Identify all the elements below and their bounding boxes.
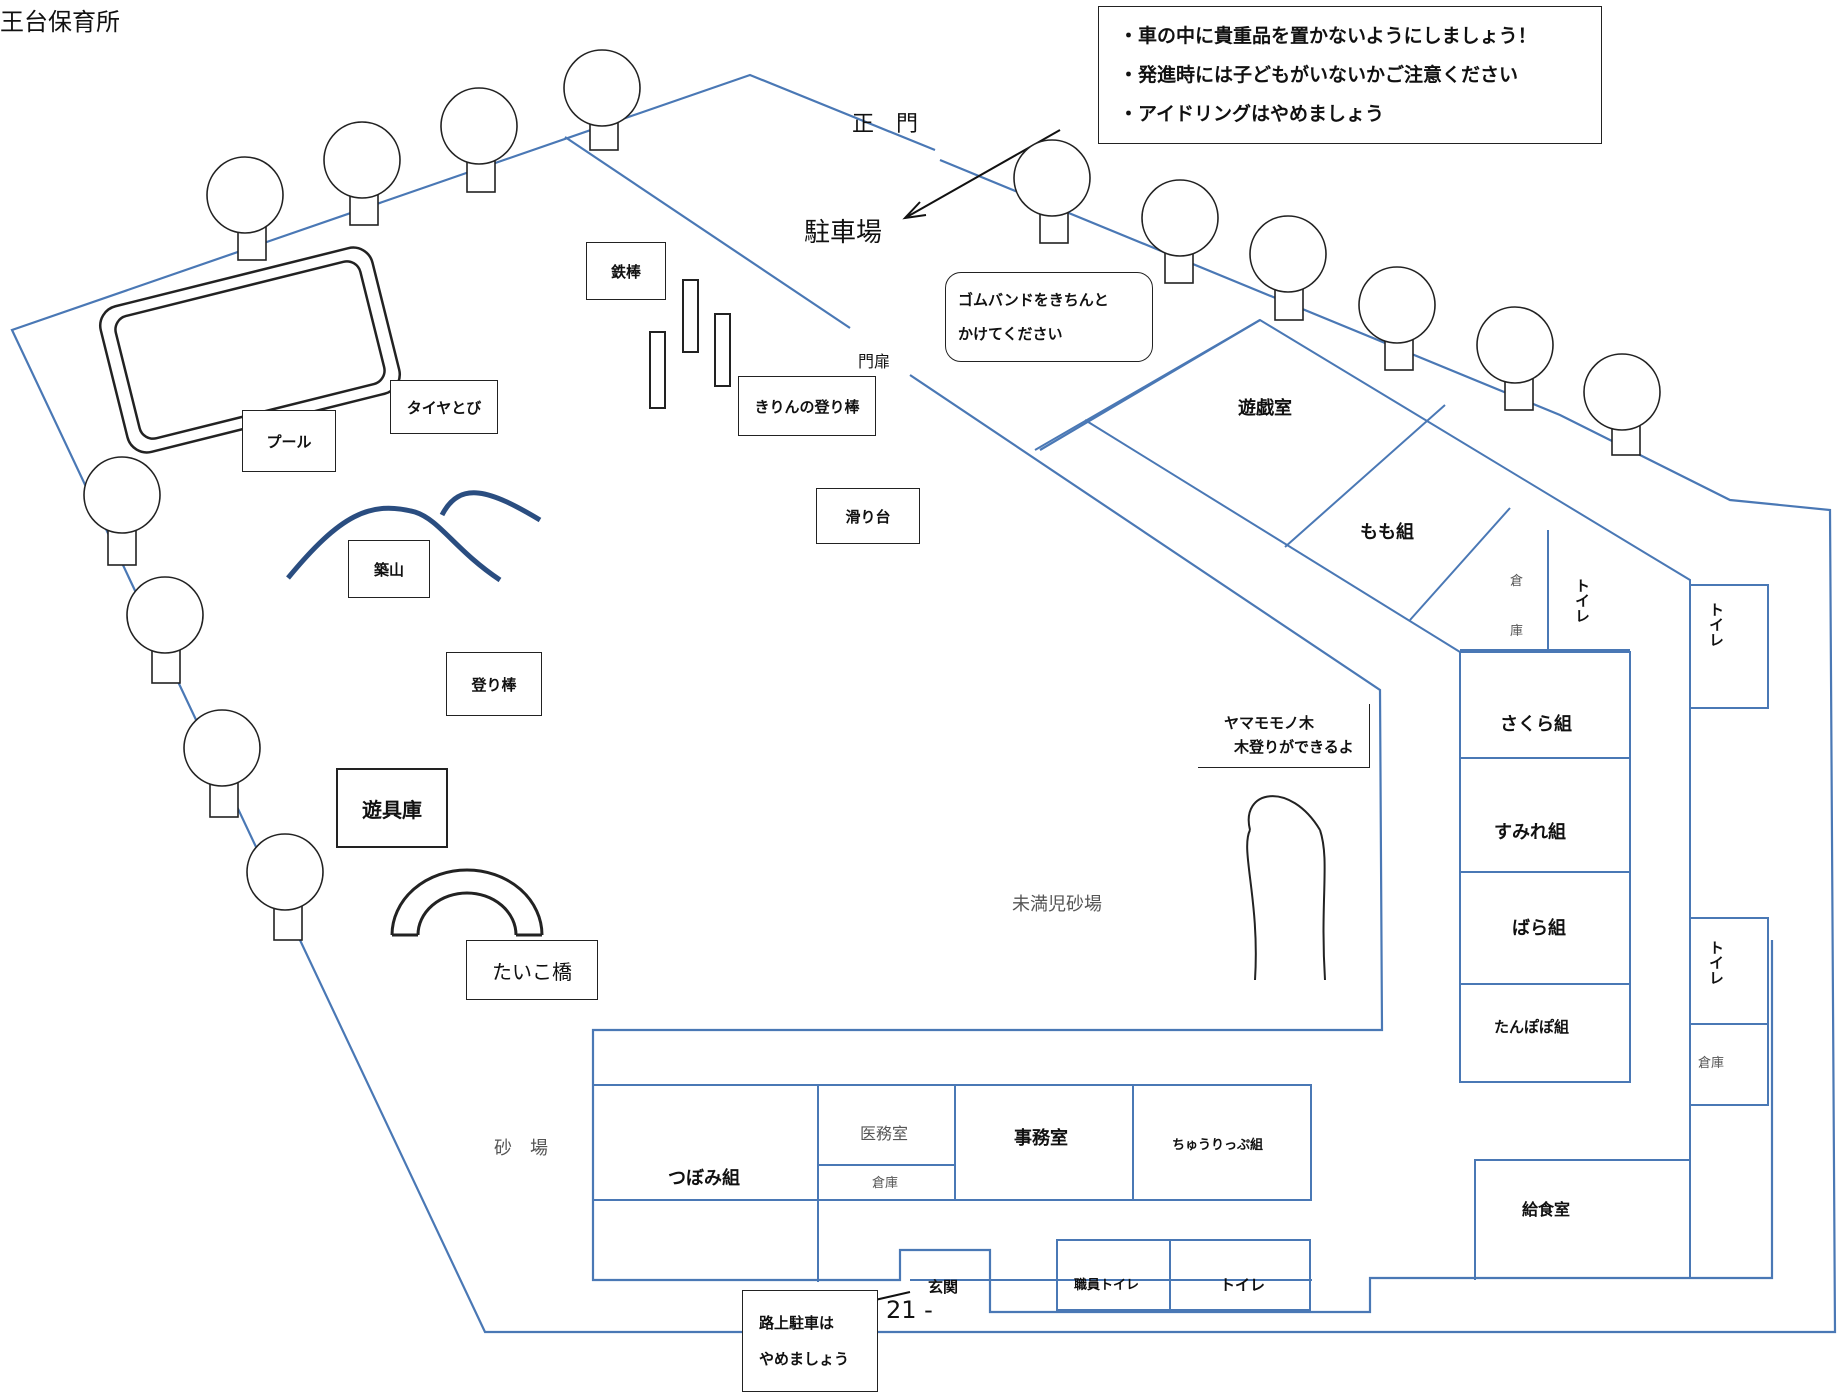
- notice-box: ・車の中に貴重品を置かないようにしましょう！ ・発進時には子どもがいないかご注意…: [1098, 6, 1602, 144]
- trees: [83, 49, 1661, 941]
- room-tulip: ちゅうりっぷ組: [1172, 1138, 1264, 1153]
- room-tanpopo: たんぽぽ組: [1494, 1018, 1570, 1036]
- building-outline: [591, 374, 1774, 1314]
- main-gate-label: 正 門: [852, 112, 919, 137]
- tree-icon: [206, 156, 284, 261]
- tree-icon: [1583, 353, 1661, 456]
- parking-notice-line: 路上駐車は: [759, 1314, 835, 1332]
- tree-icon: [1013, 139, 1091, 244]
- tree-icon: [83, 456, 161, 566]
- tree-icon: [183, 709, 261, 818]
- giraffe-pole-label: きりんの登り棒: [738, 376, 876, 436]
- room-tsubomi: つぼみ組: [668, 1168, 740, 1189]
- hill-shape: [286, 490, 542, 583]
- tree-sign-line: 木登りができるよ: [1234, 738, 1354, 756]
- drum-bridge-drawing: [390, 868, 544, 937]
- room-office: 事務室: [1014, 1128, 1068, 1149]
- room-entrance: 玄関: [928, 1278, 959, 1296]
- street-parking-notice: 路上駐車は やめましょう: [742, 1290, 878, 1392]
- room-staff-toilet: 職員トイレ: [1074, 1278, 1140, 1293]
- gate-callout: ゴムバンドをきちんと かけてください: [945, 272, 1153, 362]
- tree-icon: [440, 87, 518, 193]
- sandbox-label: 砂 場: [494, 1138, 548, 1159]
- equipment-shed: 遊具庫: [336, 768, 448, 848]
- slide-label: 滑り台: [816, 488, 920, 544]
- room-storage-top: 倉: [1510, 574, 1524, 589]
- room-toilet-east2: トイレ: [1707, 940, 1725, 985]
- climbing-pole-label: 登り棒: [446, 652, 542, 716]
- tree-icon: [563, 49, 641, 151]
- tree-icon: [126, 576, 204, 684]
- notice-line: ・車の中に貴重品を置かないようにしましょう！: [1119, 25, 1537, 47]
- notice-line: ・発進時には子どもがいないかご注意ください: [1119, 64, 1519, 86]
- entrance-path-left: [564, 136, 851, 329]
- room-momo: もも組: [1360, 522, 1414, 543]
- room-bara: ばら組: [1512, 918, 1566, 939]
- iron-bar-label: 鉄棒: [586, 242, 666, 300]
- page-title: 王台保育所: [0, 8, 120, 36]
- callout-line: かけてください: [958, 325, 1063, 343]
- notice-line: ・アイドリングはやめましょう: [1119, 103, 1385, 125]
- room-playroom: 遊戯室: [1238, 398, 1292, 419]
- callout-line: ゴムバンドをきちんと: [958, 291, 1109, 309]
- pool-label: プール: [242, 410, 336, 472]
- room-medical: 医務室: [860, 1124, 909, 1143]
- tire-jump-label: タイヤとび: [390, 380, 498, 434]
- tree-icon: [1358, 266, 1436, 371]
- tree-sign: ヤマモモノ木 木登りができるよ: [1198, 704, 1370, 768]
- room-toilet-east1: トイレ: [1707, 602, 1725, 647]
- room-storage-east: 倉庫: [1698, 1056, 1725, 1071]
- tree-icon: [323, 121, 401, 226]
- room-medical-storage: 倉庫: [872, 1176, 899, 1191]
- room-sakura: さくら組: [1500, 714, 1572, 735]
- page-number: 21 -: [886, 1296, 933, 1324]
- room-kitchen: 給食室: [1522, 1200, 1571, 1219]
- room-sumire: すみれ組: [1494, 822, 1566, 843]
- room-storage-bottom: 庫: [1510, 624, 1524, 639]
- toddler-sandbox-label: 未満児砂場: [1012, 894, 1102, 915]
- gate-door-label: 門扉: [858, 352, 891, 371]
- parking-notice-line: やめましょう: [759, 1350, 850, 1368]
- hill-label: 築山: [348, 540, 430, 598]
- tree-icon: [1476, 306, 1554, 411]
- room-toilet-north: トイレ: [1573, 578, 1591, 623]
- tree-icon: [1141, 179, 1219, 284]
- tree-icon: [1249, 215, 1327, 321]
- parking-label: 駐車場: [804, 218, 883, 248]
- room-toilet-south: トイレ: [1220, 1276, 1266, 1294]
- tree-icon: [246, 833, 324, 941]
- drum-bridge-label: たいこ橋: [466, 940, 598, 1000]
- tree-sign-line: ヤマモモノ木: [1224, 714, 1315, 732]
